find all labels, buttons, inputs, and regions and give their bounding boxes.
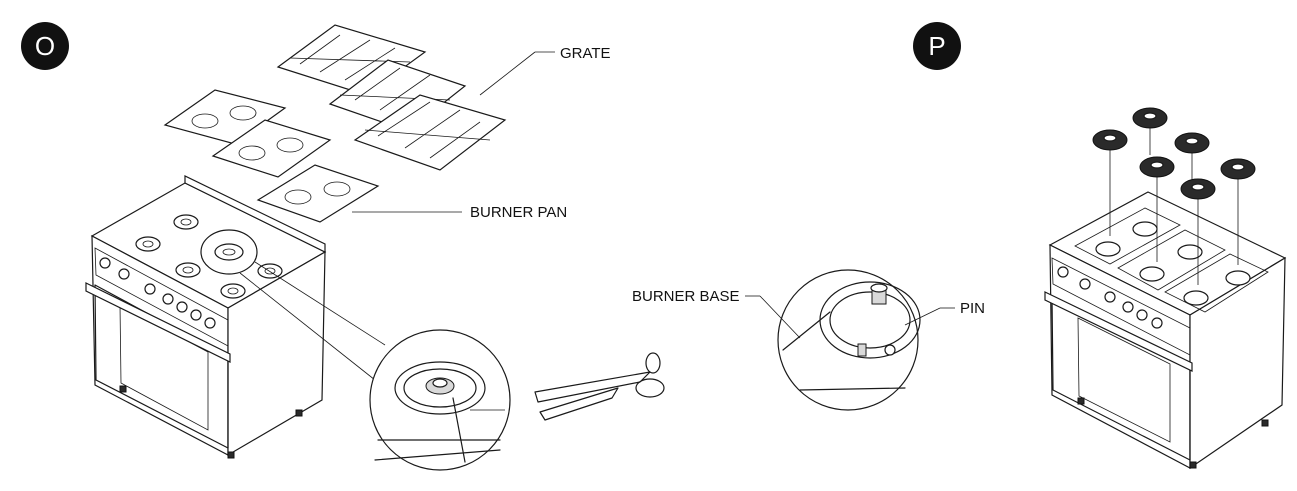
burner-pans (163, 89, 462, 223)
burner-pan-callout-label: BURNER PAN (470, 204, 568, 221)
burner-caps (1092, 107, 1256, 285)
magnified-detail-p (745, 269, 955, 411)
burner-base-callout-label: BURNER BASE (632, 288, 740, 305)
grates (276, 24, 555, 171)
grate-callout-label: GRATE (560, 45, 611, 62)
magnified-detail-o (369, 329, 511, 471)
step-badge-p: P (913, 22, 961, 70)
step-badge-o: O (21, 22, 69, 70)
scissors-icon (534, 352, 665, 421)
range-right-illustration (1044, 191, 1287, 470)
range-left-illustration (85, 175, 386, 459)
pin-callout-label: PIN (960, 300, 986, 317)
